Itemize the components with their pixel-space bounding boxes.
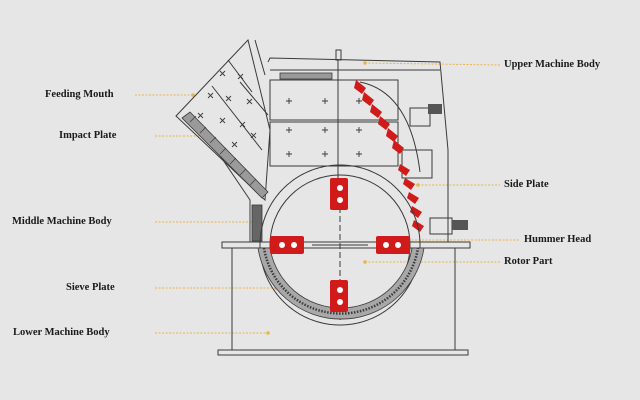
middle-flange — [221, 241, 471, 249]
top-bolt — [335, 49, 342, 61]
upper-housing — [267, 57, 449, 242]
leader-upper-body — [364, 62, 501, 66]
side-plate-teeth — [354, 80, 424, 232]
panel-plus-marks — [286, 98, 362, 157]
side-plate-arc — [359, 81, 421, 173]
hammer-right — [376, 236, 410, 254]
chute-lip — [254, 39, 266, 76]
label-hummer-head: Hummer Head — [524, 234, 592, 245]
label-side-plate: Side Plate — [504, 179, 549, 190]
chute-divider-2 — [211, 85, 263, 151]
base-plate — [217, 349, 469, 356]
hammer-heads — [270, 178, 410, 312]
rotor-clearance-circle — [259, 164, 421, 326]
label-upper-body: Upper Machine Body — [504, 59, 601, 70]
side-bracket-1 — [401, 149, 433, 179]
hammer-top — [330, 178, 348, 210]
top-liner — [279, 72, 333, 80]
upper-panel-top — [269, 79, 399, 121]
label-lower-body: Lower Machine Body — [13, 327, 110, 338]
label-rotor-part: Rotor Part — [504, 256, 553, 267]
hammer-left — [270, 236, 304, 254]
chute-divider-1 — [239, 81, 269, 116]
hammer-bottom — [330, 280, 348, 312]
label-feeding-mouth: Feeding Mouth — [45, 89, 114, 100]
middle-liner — [251, 204, 263, 242]
label-sieve-plate: Sieve Plate — [66, 282, 115, 293]
label-middle-body: Middle Machine Body — [12, 216, 112, 227]
sieve-plate — [257, 247, 425, 320]
label-impact-plate: Impact Plate — [59, 130, 117, 141]
machine-frame — [195, 49, 471, 356]
chute-marks — [197, 70, 257, 148]
leader-lines — [135, 62, 520, 334]
side-bracket-3 — [429, 217, 453, 235]
side-bracket-2 — [409, 107, 431, 127]
impact-plate — [181, 111, 269, 199]
adjust-bolts — [428, 104, 468, 230]
